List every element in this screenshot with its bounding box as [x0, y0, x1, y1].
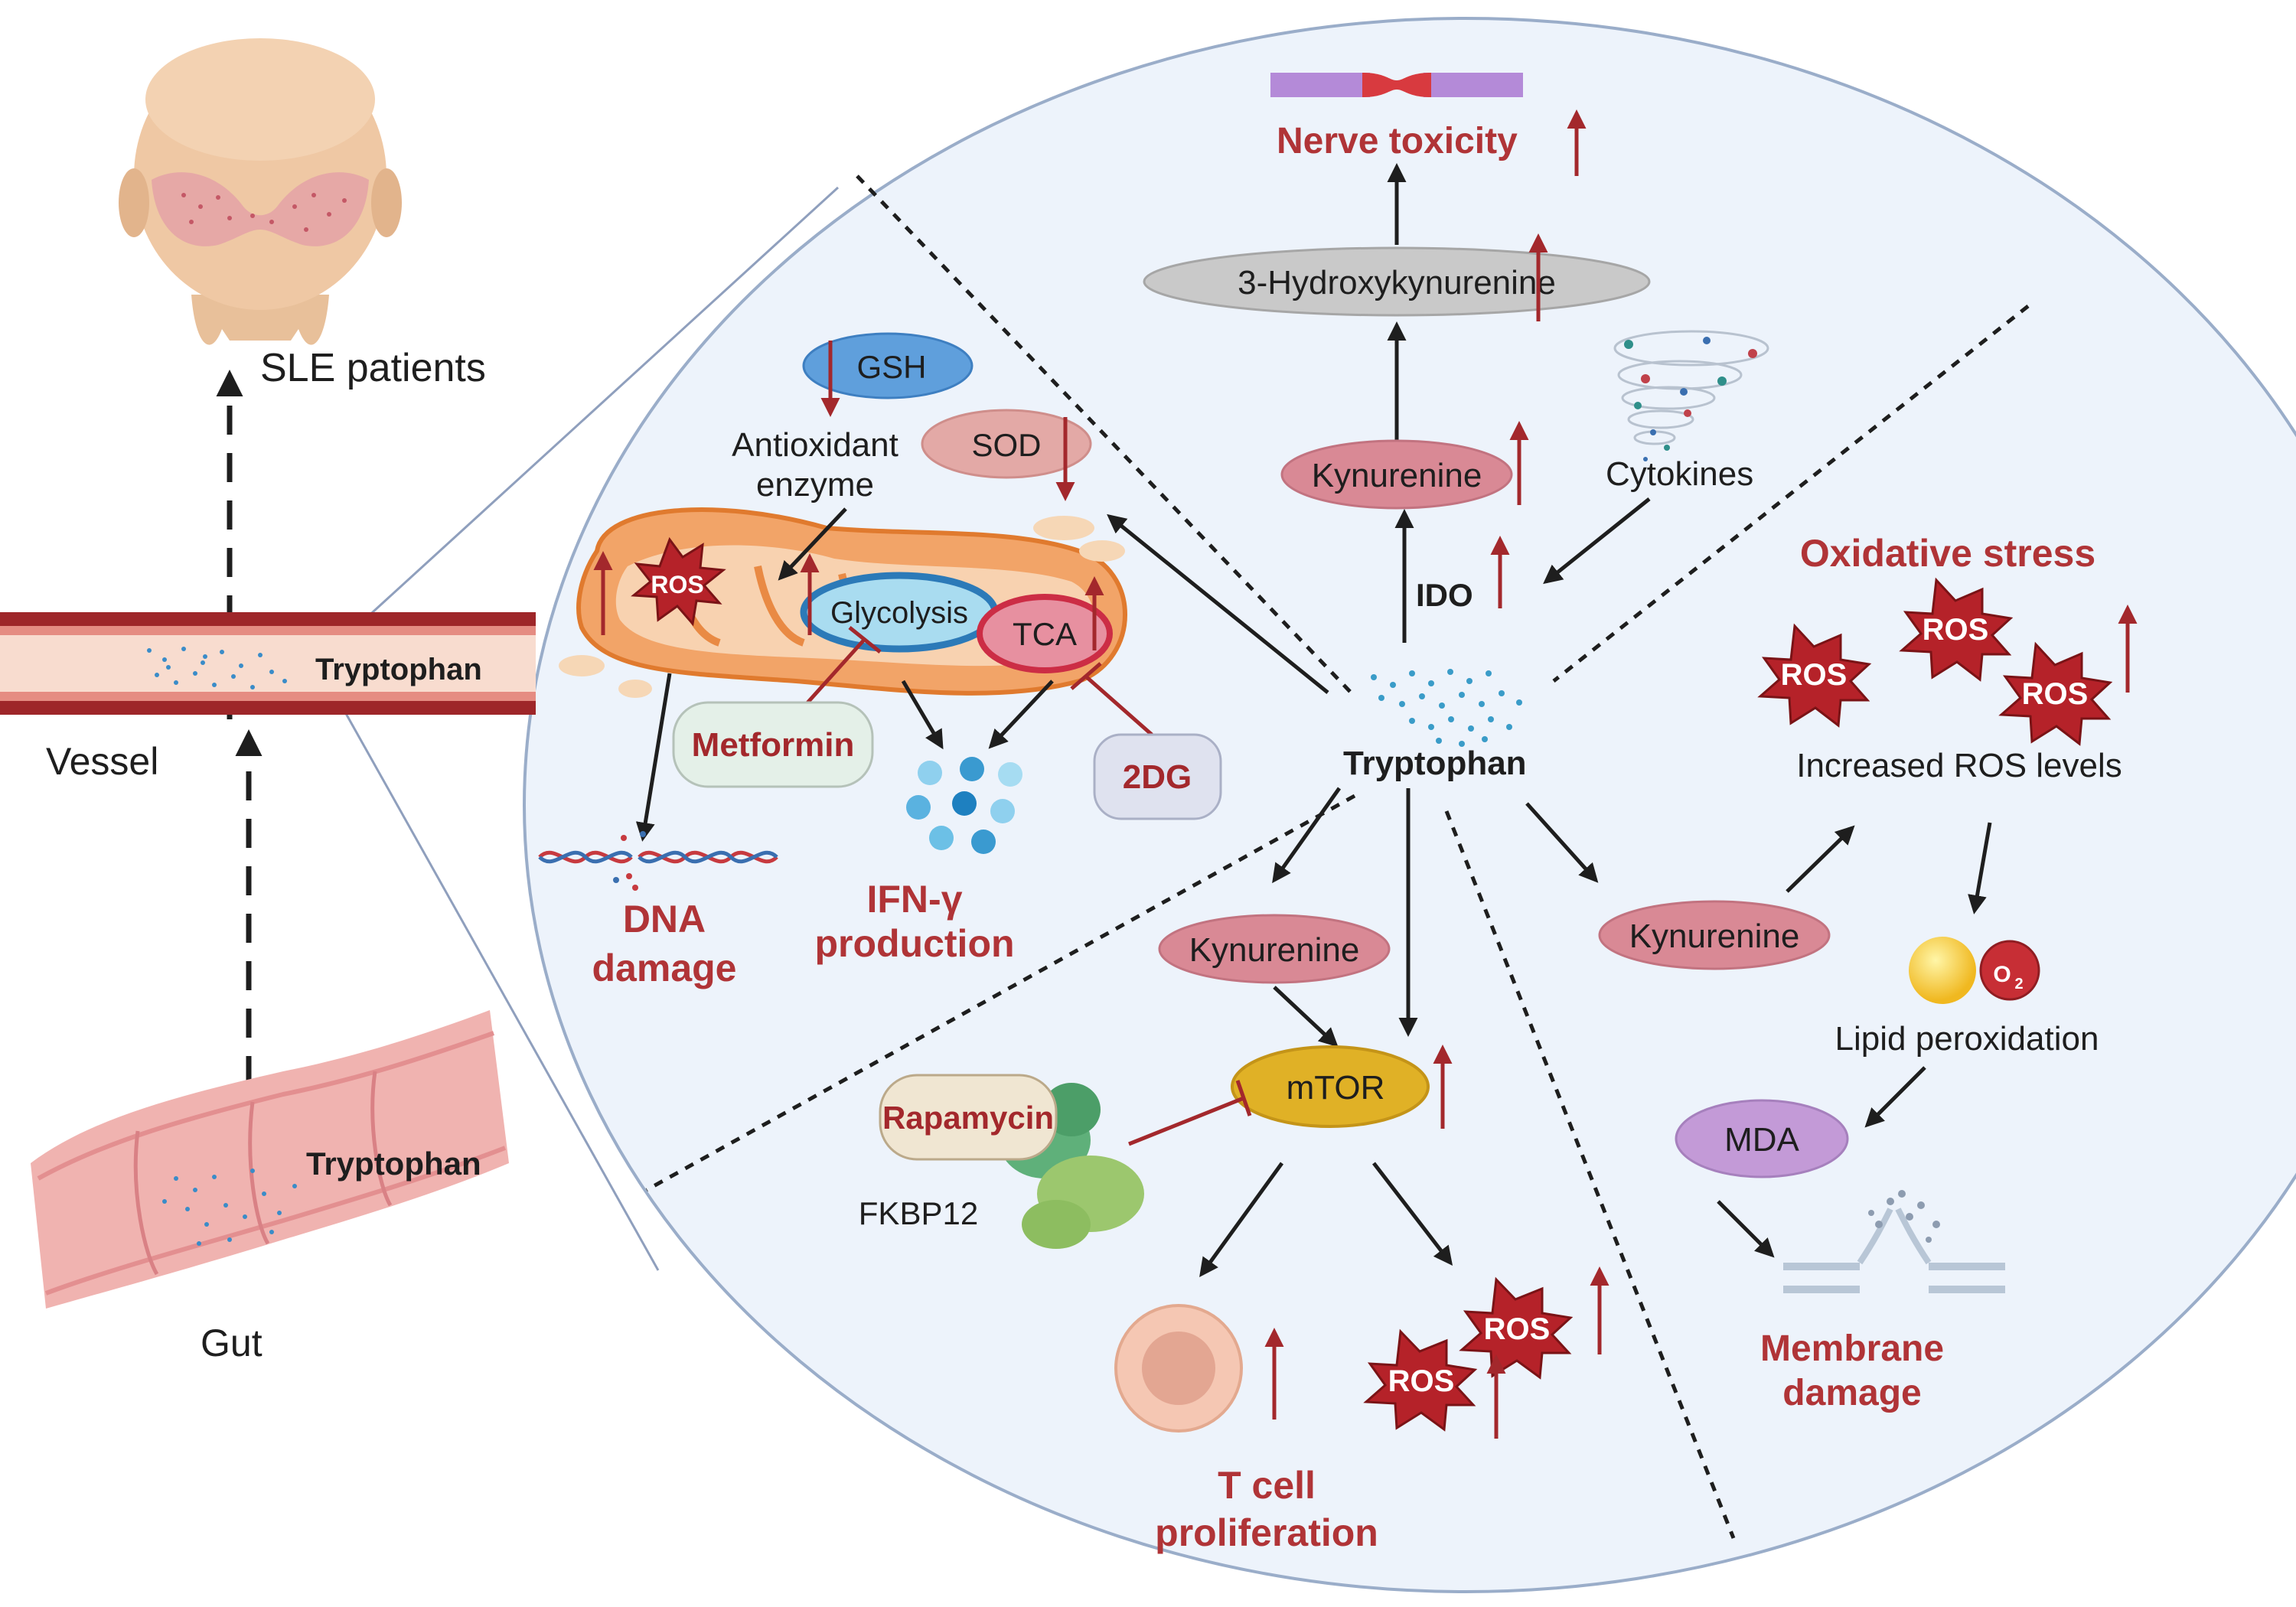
arrow-lipid-to-mda [1864, 1066, 1926, 1128]
section-dividers [645, 174, 2030, 1539]
tryptophan-dots [1371, 669, 1522, 747]
kynurenine-right-node [1598, 900, 1831, 970]
twodg-inhibition-line [1085, 676, 1153, 736]
tcell-nucleus [1142, 1332, 1215, 1405]
ifn-label-1: IFN-γ [867, 878, 963, 921]
ros-star-bottom-a [1363, 1328, 1478, 1432]
ros-star-c [1998, 641, 2113, 746]
dna-label-1: DNA [623, 898, 706, 940]
increased-ros-label: Increased ROS levels [1796, 747, 2122, 784]
gsh-label: GSH [856, 349, 926, 385]
glycolysis-label: Glycolysis [830, 596, 968, 630]
ros-b-label: ROS [1923, 613, 1989, 647]
rapamycin-inhibition-bar [1235, 1080, 1252, 1116]
ifn-molecules [906, 757, 1022, 854]
antioxidant-label-1: Antioxidant [732, 426, 899, 464]
head-illustration [119, 38, 402, 345]
lipid-peroxidation-label: Lipid peroxidation [1835, 1020, 2099, 1058]
oxidative-stress-title: Oxidative stress [1800, 532, 2095, 575]
gut-tryptophan-label: Tryptophan [306, 1146, 481, 1182]
detail-circle [523, 17, 2296, 1593]
fkbp12-label: FKBP12 [859, 1195, 978, 1231]
vessel-label: Vessel [46, 740, 158, 783]
rapamycin-label: Rapamycin [882, 1100, 1054, 1136]
twodg-pill [1093, 733, 1222, 820]
arrow-mda-to-membrane [1717, 1200, 1775, 1258]
metformin-pill [672, 701, 874, 788]
kynurenine-right-label: Kynurenine [1629, 918, 1800, 955]
twodg-inhibition-bar [1070, 662, 1102, 690]
gut-label: Gut [201, 1322, 263, 1364]
nerve-toxicity-label: Nerve toxicity [1277, 121, 1518, 161]
ros-star-mito [631, 536, 726, 627]
ros-star-bottom-b [1459, 1276, 1574, 1380]
ros-star-a [1757, 623, 1872, 728]
sod-label: SOD [971, 427, 1041, 463]
rapamycin-pill [879, 1074, 1058, 1161]
o2-subscript: 2 [2014, 976, 2023, 993]
kynurenine-ido-label: Kynurenine [1312, 457, 1482, 494]
tca-node [977, 594, 1113, 673]
arrow-kyn-to-mtor [1273, 986, 1339, 1048]
tca-label: TCA [1013, 616, 1077, 652]
ros-bottom-a-label: ROS [1388, 1364, 1455, 1398]
kynurenine-ido-node [1280, 439, 1513, 510]
tcell-label-2: proliferation [1155, 1511, 1378, 1554]
hydroxykynurenine-node [1143, 246, 1651, 317]
ros-star-b [1899, 577, 2014, 682]
arrow-antioxidant-to-mito [778, 507, 847, 581]
arrow-mtor-to-tcell [1199, 1162, 1284, 1278]
metformin-inhibition-bar [848, 626, 882, 654]
arrow-mtor-to-ros [1372, 1162, 1453, 1266]
mtor-node [1231, 1045, 1430, 1128]
mtor-label: mTOR [1287, 1069, 1385, 1107]
membrane-illustration [1783, 1190, 2005, 1293]
vessel-tryptophan-label: Tryptophan [315, 653, 482, 686]
ros-bottom-b-label: ROS [1484, 1312, 1551, 1346]
ros-mito-label: ROS [651, 571, 703, 598]
hydroxykynurenine-label: 3-Hydroxykynurenine [1238, 264, 1556, 302]
arrow-trp-to-kyn-right [1525, 802, 1599, 883]
dna-illustration [538, 831, 778, 891]
arrow-trp-to-kyn-bottom [1272, 787, 1342, 884]
ido-label: IDO [1416, 577, 1473, 613]
nerve-illustration [1270, 73, 1523, 97]
sle-patients-label: SLE patients [260, 346, 486, 390]
sod-node [921, 409, 1092, 479]
twodg-label: 2DG [1123, 758, 1192, 796]
gsh-node [802, 332, 974, 399]
arrow-trp-to-mito [1107, 513, 1329, 694]
zoom-line-top [354, 186, 840, 629]
o2-label: O [1993, 962, 2011, 987]
arrow-cytokines-to-ido [1543, 497, 1651, 585]
arrow-glycolysis-to-ifn [901, 680, 944, 750]
cytokines-label: Cytokines [1606, 455, 1753, 493]
antioxidant-label-2: enzyme [756, 466, 874, 504]
ros-c-label: ROS [2022, 677, 2089, 711]
cytokines-icon [1613, 330, 1769, 461]
vessel-illustration [0, 612, 536, 715]
kynurenine-bottom-label: Kynurenine [1189, 931, 1360, 969]
arrow-ros-to-lipid [1968, 822, 1992, 914]
membrane-label-2: damage [1782, 1373, 1921, 1413]
dna-label-2: damage [592, 947, 737, 989]
ros-a-label: ROS [1781, 658, 1848, 692]
metformin-label: Metformin [692, 726, 855, 764]
ifn-label-2: production [814, 922, 1014, 965]
kynurenine-bottom-node [1158, 914, 1391, 984]
mda-node [1675, 1099, 1849, 1178]
membrane-label-1: Membrane [1760, 1328, 1944, 1369]
zoom-line-bottom [339, 703, 660, 1271]
arrow-kyn-to-ros [1786, 825, 1855, 893]
arrow-ros-to-dna [635, 673, 672, 842]
arrow-tca-to-ifn [988, 680, 1054, 749]
o2-radical [1979, 940, 2040, 1001]
lipid-ball [1909, 937, 1976, 1004]
mda-label: MDA [1724, 1121, 1799, 1159]
center-tryptophan-label: Tryptophan [1343, 745, 1527, 782]
rapamycin-inhibition-line [1128, 1096, 1244, 1146]
tcell-label-1: T cell [1218, 1464, 1316, 1507]
gut-illustration [31, 1010, 509, 1309]
